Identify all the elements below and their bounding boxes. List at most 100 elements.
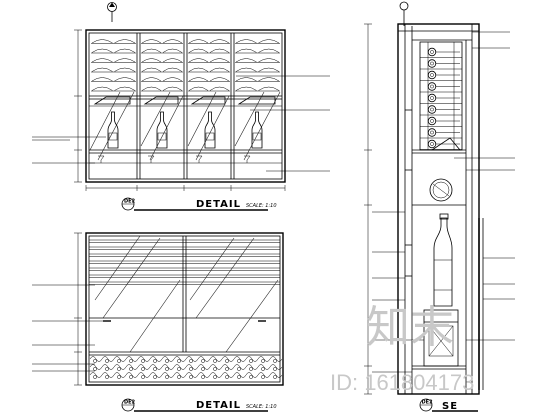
wave-curl	[153, 359, 157, 363]
bottle-end-inner	[430, 107, 434, 112]
wine-glass	[148, 155, 155, 163]
rack-cradle	[91, 67, 113, 72]
rack-cradle	[91, 86, 113, 91]
section-title: SE	[442, 401, 458, 412]
bottle-end	[427, 59, 437, 68]
rack-cradle	[141, 39, 162, 44]
rack-cradle	[209, 67, 230, 72]
wave-curl	[249, 359, 253, 363]
detail-title-bottom: DETAIL	[196, 400, 241, 411]
wine-bottle	[107, 111, 119, 149]
wave-curl	[237, 359, 241, 363]
wave-curl	[213, 375, 217, 379]
wave-curl	[189, 375, 193, 379]
rack-cradle	[114, 77, 136, 82]
rack-cradle	[91, 48, 113, 53]
bottle-label	[157, 132, 167, 141]
elevation-bottom-left: DE2 DETAIL SCALE: 1:10	[32, 232, 284, 412]
wave-curl	[273, 367, 277, 371]
wave-curl	[189, 359, 193, 363]
rack-cradle	[162, 58, 183, 63]
rack-cradle	[235, 86, 257, 91]
wave-curl	[201, 359, 205, 363]
wave-curl	[105, 367, 109, 371]
wave-curl	[273, 375, 277, 379]
bottle-end	[427, 105, 437, 114]
rack-cradle	[114, 86, 136, 91]
rack-cradle	[162, 48, 183, 53]
rack-cradle	[235, 67, 257, 72]
rack-cradle	[141, 67, 162, 72]
wave-curl	[225, 375, 229, 379]
wave-curl	[237, 375, 241, 379]
wave-curl	[153, 367, 157, 371]
rack-cradle	[258, 86, 280, 91]
watermark-brand: 知末	[366, 303, 454, 352]
rack-cradle	[188, 48, 209, 53]
rack-cradle	[91, 58, 113, 63]
wave-curl	[129, 359, 133, 363]
rack-cradle	[188, 58, 209, 63]
wine-glass	[196, 155, 203, 163]
rack-cradle	[209, 77, 230, 82]
wave-curl	[105, 359, 109, 363]
wave-curl	[201, 367, 205, 371]
wave-curl	[261, 359, 265, 363]
wave-pattern	[89, 364, 283, 370]
wave-curl	[153, 375, 157, 379]
rack-cradle	[235, 77, 257, 82]
wave-curl	[177, 359, 181, 363]
rack-cradle	[141, 77, 162, 82]
rack-cradle	[141, 86, 162, 91]
wave-curl	[249, 375, 253, 379]
watermark: 知末 ID: 161804173	[330, 303, 474, 395]
bottle-end	[427, 82, 437, 91]
rack-cradle	[188, 67, 209, 72]
wine-glass	[98, 155, 105, 163]
wave-curl	[189, 367, 193, 371]
wave-curl	[93, 375, 97, 379]
rack-cradle	[162, 86, 183, 91]
bottle-end	[427, 70, 437, 80]
wave-curl	[141, 375, 145, 379]
rack-cradle	[258, 67, 280, 72]
rack-cradle	[162, 67, 183, 72]
wave-curl	[213, 359, 217, 363]
rack-cradle	[114, 58, 136, 63]
wave-curl	[273, 359, 277, 363]
wave-curl	[213, 367, 217, 371]
rack-cradle	[209, 86, 230, 91]
wine-bottle	[204, 111, 216, 149]
rack-cradle	[235, 39, 257, 44]
wave-curl	[201, 375, 205, 379]
rack-cradle	[258, 77, 280, 82]
rack-cradle	[258, 39, 280, 44]
bottle-end-inner	[430, 84, 434, 89]
rack-cradle	[91, 77, 113, 82]
wave-curl	[165, 359, 169, 363]
wave-curl	[177, 375, 181, 379]
bottle-end	[427, 128, 437, 137]
wave-curl	[225, 359, 229, 363]
rack-cradle	[209, 58, 230, 63]
section-tag: DE2	[422, 400, 434, 406]
rack-cradle	[162, 77, 183, 82]
wine-bottle	[251, 111, 263, 149]
bottle-label	[252, 132, 262, 141]
rack-cradle	[114, 67, 136, 72]
detail-scale-bottom: SCALE: 1:10	[246, 404, 277, 410]
rack-cradle	[91, 39, 113, 44]
wave-curl	[141, 359, 145, 363]
bottle-end	[427, 139, 437, 149]
bottle-label	[205, 132, 215, 141]
wave-curl	[141, 367, 145, 371]
watermark-id: ID: 161804173	[330, 370, 474, 395]
section-right: DE2 SE	[364, 1, 515, 412]
detail-tag-top: DE2	[124, 199, 136, 205]
bottle-end-inner	[430, 130, 434, 135]
bottle-end	[427, 116, 437, 126]
rack-cradle	[114, 48, 136, 53]
wave-curl	[225, 367, 229, 371]
rack-cradle	[188, 86, 209, 91]
